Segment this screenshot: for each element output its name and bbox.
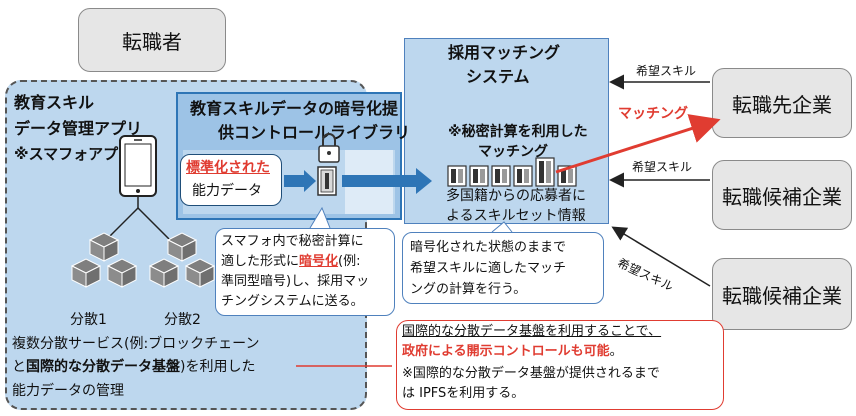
match-callout-line2: 希望スキルに適したマッチ <box>410 261 567 276</box>
matching-computation-callout <box>402 232 604 304</box>
phone-callout-pointer <box>309 206 331 229</box>
secure-computation-note-1: ※秘密計算を利用した <box>448 124 588 140</box>
edu-app-title-2: データ管理アプリ <box>14 119 143 138</box>
distributed-desc-line3: 能力データの管理 <box>12 383 124 399</box>
smartphone-icon <box>119 135 157 197</box>
distributed-desc-line2-c: )を利用した <box>180 359 256 375</box>
job-seeker-label: 転職者 <box>122 29 182 54</box>
distributed-desc-line2: と国際的な分散データ基盤)を利用した <box>12 357 255 377</box>
infra-note-gov-highlight: 政府による開示コントロールも可能 <box>402 344 610 359</box>
infra-note-line2: 政府による開示コントロールも可能。 <box>402 342 623 361</box>
ability-data-label: 能力データ <box>192 183 262 199</box>
distributed-node-1-icon <box>70 232 138 288</box>
intl-infra-highlight: 国際的な分散データ基盤 <box>26 359 180 375</box>
phone-callout-encrypt-highlight: 暗号化 <box>299 254 339 269</box>
match-callout-pointer <box>491 221 513 233</box>
matching-edge-label: マッチング <box>618 106 688 122</box>
standardized-data-box <box>180 154 282 206</box>
match-callout-line3: ングの計算を行う。 <box>410 282 527 297</box>
library-title-2: 供コントロールライブラリ <box>218 123 411 142</box>
candidate-company-label-2: 転職候補企業 <box>722 283 842 308</box>
wish-skill-label-1: 希望スキル <box>636 64 697 78</box>
wish-skill-arrow-3 <box>611 226 711 287</box>
infra-note-line3: ※国際的な分散データ基盤が提供されるまで <box>402 366 660 381</box>
phone-callout-line2: 適した形式に暗号化(例: <box>221 252 360 271</box>
target-company-label: 転職先企業 <box>732 92 832 117</box>
secure-computation-note-2: マッチング <box>478 144 548 160</box>
phone-callout-line2-a: 適した形式に <box>221 254 300 269</box>
phone-callout-line1: スマフォ内で秘密計算に <box>221 234 364 249</box>
distribution-branch-lines <box>103 196 173 243</box>
phone-callout-line3: 準同型暗号)し、採用マッ <box>221 274 370 289</box>
encrypted-data-icon <box>317 166 337 196</box>
phone-callout-line2-c: (例: <box>338 254 361 269</box>
match-callout-line1: 暗号化された状態のままで <box>410 240 567 255</box>
skillset-info-1: 多国籍からの応募者に <box>446 188 586 204</box>
edu-app-note: ※スマフォアプリ <box>14 145 134 163</box>
infra-note-line4: は IPFSを利用する。 <box>402 386 525 401</box>
distributed-node-1-label: 分散1 <box>70 312 107 328</box>
matching-system-title-1: 採用マッチング <box>448 43 561 62</box>
data-flow-arrow-right <box>342 168 432 194</box>
phone-callout-line4: チングシステムに送る。 <box>221 294 364 309</box>
library-title-1: 教育スキルデータの暗号化提 <box>190 99 399 118</box>
distributed-node-2-label: 分散2 <box>164 312 201 328</box>
phone-encryption-callout <box>215 228 395 316</box>
standardized-highlight: 標準化された <box>186 160 270 176</box>
infra-note-line1: 国際的な分散データ基盤を利用することで、 <box>402 324 662 339</box>
distributed-node-2-icon <box>148 232 216 288</box>
target-company-node: 転職先企業 <box>712 68 852 138</box>
encrypted-records-icons <box>447 157 577 187</box>
distributed-desc-line1: 複数分散サービス(例:ブロックチェーン <box>12 336 260 352</box>
padlock-icon <box>318 133 340 163</box>
job-seeker-node: 転職者 <box>78 8 226 72</box>
edu-app-title-1: 教育スキル <box>14 93 95 112</box>
international-infra-note-box <box>396 320 724 410</box>
data-flow-arrow-left <box>284 170 316 192</box>
candidate-company-label-1: 転職候補企業 <box>722 184 842 209</box>
distributed-desc-line2-a: と <box>12 359 26 375</box>
candidate-company-node-1: 転職候補企業 <box>712 160 852 230</box>
skillset-info-2: よるスキルセット情報 <box>446 208 586 224</box>
candidate-company-node-2: 転職候補企業 <box>712 258 852 330</box>
wish-skill-label-2: 希望スキル <box>632 160 693 174</box>
matching-arrow <box>555 114 721 174</box>
matching-system-panel <box>404 38 609 224</box>
matching-system-title-2: システム <box>466 67 530 86</box>
infra-note-line2-end: 。 <box>609 344 623 359</box>
